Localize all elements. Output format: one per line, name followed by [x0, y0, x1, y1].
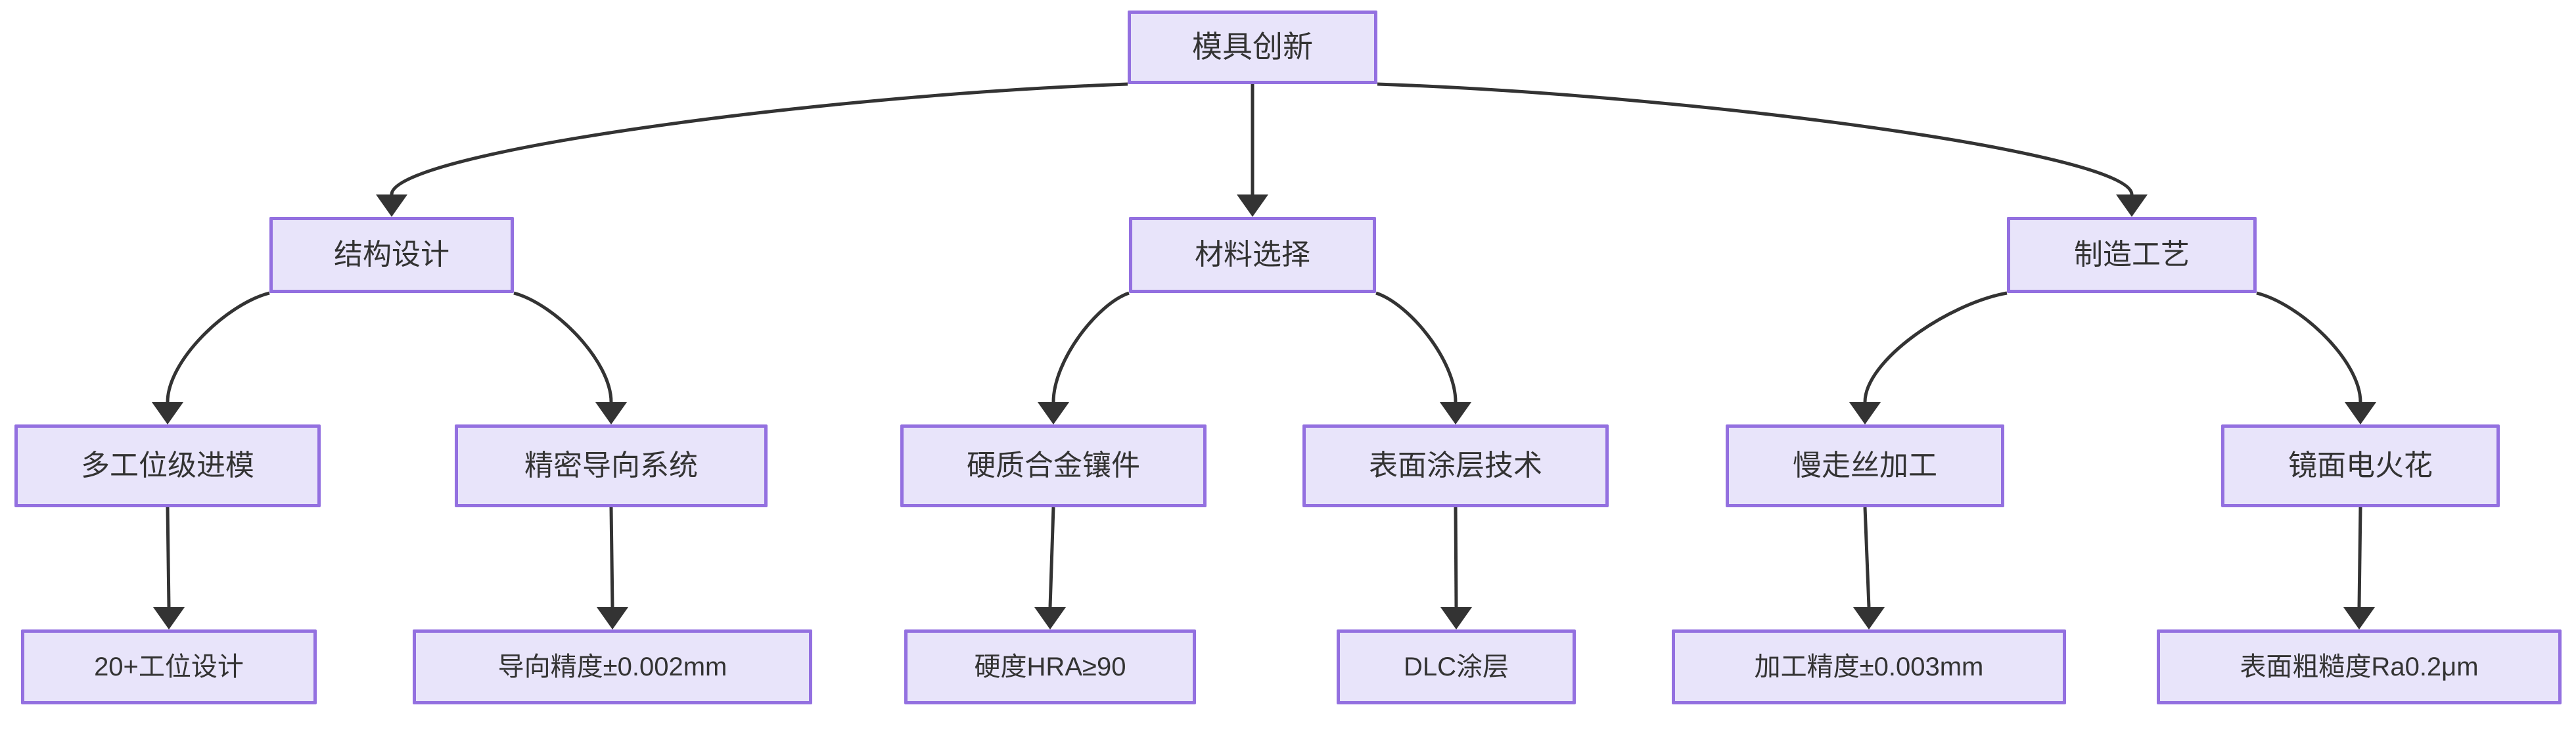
arrow-head-icon	[2116, 194, 2148, 217]
flowchart-node-c3[interactable]: 硬质合金镶件	[900, 424, 1207, 507]
flowchart-node-c1[interactable]: 多工位级进模	[14, 424, 321, 507]
node-label: 硬度HRA≥90	[974, 652, 1126, 681]
node-label: 20+工位设计	[94, 652, 244, 681]
node-label: 结构设计	[334, 238, 449, 271]
flowchart-node-d5[interactable]: 加工精度±0.003mm	[1672, 629, 2066, 704]
flowchart-node-c4[interactable]: 表面涂层技术	[1302, 424, 1609, 507]
node-label: 导向精度±0.002mm	[497, 652, 727, 681]
flowchart-edge-c5-to-d5	[1863, 507, 1871, 608]
node-label: 精密导向系统	[524, 449, 698, 482]
arrow-head-icon	[1849, 402, 1881, 424]
node-label: 镜面电火花	[2288, 449, 2433, 482]
flowchart-edge-c1-to-d1	[166, 507, 171, 608]
flowchart-node-d1[interactable]: 20+工位设计	[21, 629, 317, 704]
flowchart-edge-s3-to-c6	[2256, 291, 2362, 403]
flowchart-node-s3[interactable]: 制造工艺	[2007, 217, 2257, 293]
arrow-head-icon	[153, 607, 185, 629]
flowchart-edge-root-to-s1	[390, 82, 1128, 195]
node-label: 加工精度±0.003mm	[1754, 652, 1984, 681]
node-label: DLC涂层	[1403, 652, 1509, 681]
arrow-head-icon	[597, 607, 628, 629]
flowchart-edge-s2-to-c3	[1051, 291, 1130, 403]
node-label: 材料选择	[1195, 238, 1310, 271]
arrow-head-icon	[1440, 607, 1472, 629]
node-label: 硬质合金镶件	[967, 449, 1140, 482]
flowchart-edge-c2-to-d2	[609, 507, 614, 608]
flowchart-edge-s1-to-c2	[513, 291, 613, 403]
node-label: 慢走丝加工	[1793, 449, 1937, 482]
arrow-head-icon	[1038, 402, 1069, 424]
flowchart-edge-c3-to-d3	[1048, 507, 1055, 608]
flowchart-node-c6[interactable]: 镜面电火花	[2221, 424, 2500, 507]
flowchart-node-d4[interactable]: DLC涂层	[1337, 629, 1576, 704]
flowchart-edge-c6-to-d6	[2357, 507, 2362, 608]
flowchart-node-d3[interactable]: 硬度HRA≥90	[904, 629, 1196, 704]
node-label: 表面粗糙度Ra0.2μm	[2240, 652, 2479, 681]
arrow-head-icon	[376, 194, 407, 217]
arrow-head-icon	[1034, 607, 1066, 629]
flowchart-edge-s3-to-c5	[1863, 291, 2008, 403]
flowchart-edge-root-to-s3	[1377, 82, 2134, 195]
node-label: 模具创新	[1192, 30, 1313, 64]
flowchart-edge-s2-to-c4	[1375, 291, 1458, 403]
flowchart-node-c5[interactable]: 慢走丝加工	[1726, 424, 2004, 507]
flowchart-node-c2[interactable]: 精密导向系统	[455, 424, 768, 507]
arrow-head-icon	[1237, 194, 1268, 217]
arrow-head-icon	[2343, 607, 2375, 629]
flowchart-node-root[interactable]: 模具创新	[1128, 11, 1377, 84]
node-label: 制造工艺	[2074, 238, 2190, 271]
flowchart-node-d2[interactable]: 导向精度±0.002mm	[413, 629, 812, 704]
flowchart-node-s1[interactable]: 结构设计	[269, 217, 514, 293]
flowchart-node-d6[interactable]: 表面粗糙度Ra0.2μm	[2157, 629, 2562, 704]
node-label: 多工位级进模	[81, 449, 254, 482]
arrow-head-icon	[152, 402, 183, 424]
flowchart-edge-s1-to-c1	[166, 291, 270, 403]
flowchart-node-s2[interactable]: 材料选择	[1129, 217, 1376, 293]
node-label: 表面涂层技术	[1369, 449, 1542, 482]
arrow-head-icon	[1853, 607, 1885, 629]
arrow-head-icon	[595, 402, 627, 424]
arrow-head-icon	[1440, 402, 1471, 424]
arrow-head-icon	[2345, 402, 2376, 424]
